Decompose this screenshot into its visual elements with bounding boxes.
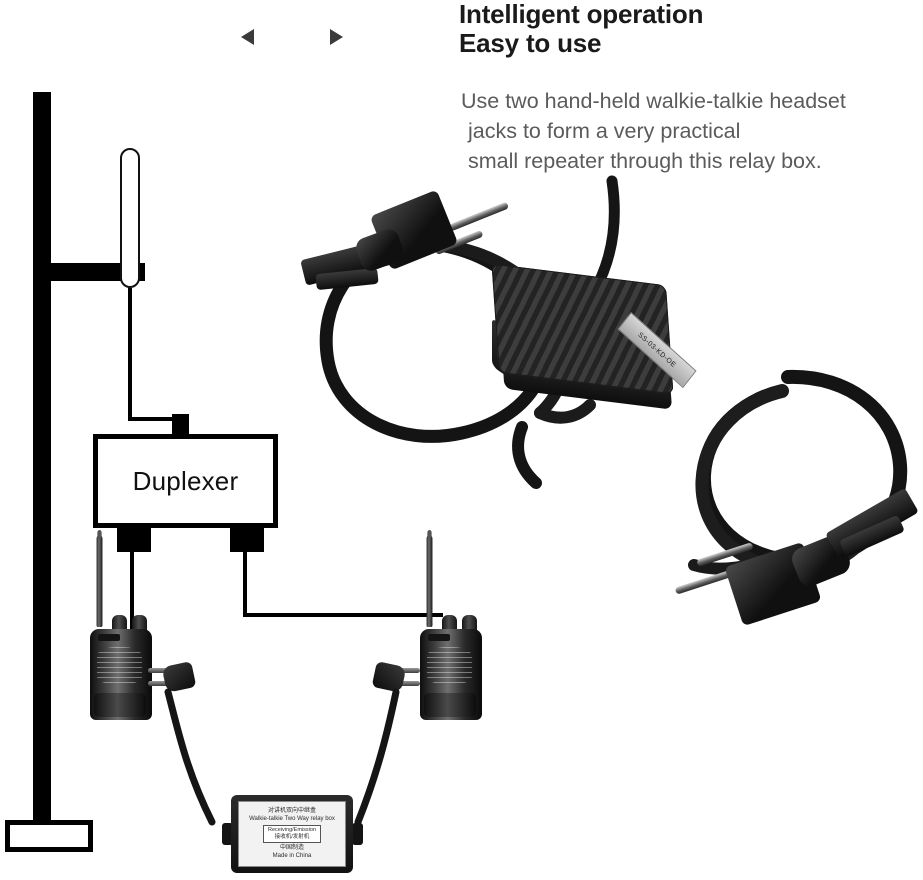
relay-label-origin-cn: 中国制造: [279, 845, 304, 851]
duplexer-port-right: [230, 526, 264, 552]
k-type-2-pin-plug-top: [300, 187, 510, 297]
plug-pin-large: [448, 201, 510, 232]
relay-box-jack-right: [352, 823, 363, 845]
radio-indicator: [98, 634, 120, 641]
duplexer-port-antenna: [172, 414, 189, 436]
duplexer-to-right-radio-wire-h: [243, 613, 443, 617]
headline-line-1: Intelligent operation: [459, 0, 704, 29]
handheld-radio-left: [80, 530, 158, 720]
k-plug-pin-small: [148, 681, 172, 686]
relay-box-label: 对讲机双向中继盒 Walkie-talkie Two Way relay box…: [238, 801, 346, 867]
k-type-2-pin-plug-bottom: [674, 487, 920, 647]
relay-label-center-cn: 接收机/发射机: [274, 834, 310, 840]
body-line-2: jacks to form a very practical: [468, 119, 741, 143]
antenna-feedline-vertical: [128, 288, 132, 420]
relay-label-origin-en: Made in China: [272, 853, 312, 859]
antenna-feedline-horizontal: [128, 417, 180, 421]
radio-speaker-grille: [97, 647, 142, 685]
dipole-antenna-icon: [120, 148, 140, 288]
duplexer-box: [93, 434, 278, 528]
headline-line-2: Easy to use: [459, 28, 602, 58]
relay-arrow-left-icon: [241, 29, 254, 45]
duplexer-label: Duplexer: [132, 465, 239, 496]
antenna-mast-base: [5, 820, 93, 852]
radio-lower-grip: [424, 693, 476, 717]
description-text: Use two hand-held walkie-talkie headset …: [461, 86, 923, 176]
relay-label-title-en: Walkie-talkie Two Way relay box: [249, 816, 335, 822]
radio-antenna-icon: [426, 530, 433, 627]
radio-left-k-plug-icon: [148, 660, 197, 694]
duplexer-to-right-radio-wire-v: [243, 550, 247, 616]
radio-speaker-grille: [427, 647, 472, 685]
body-line-3: small repeater through this relay box.: [468, 149, 822, 173]
relay-arrow-right-icon: [330, 29, 343, 45]
relay-label-title-cn: 对讲机双向中继盒: [267, 808, 316, 814]
handheld-radio-right: [410, 530, 488, 720]
duplexer-port-left: [117, 526, 151, 552]
k-plug-shell: [161, 661, 197, 693]
relay-box-jack-left: [222, 823, 233, 845]
antenna-mast-crossarm: [33, 263, 145, 281]
radio-antenna-icon: [96, 530, 103, 627]
relay-label-center: Receiving/Emission 接收机/发射机: [263, 825, 321, 843]
radio-indicator: [428, 634, 450, 641]
duplexer-to-left-radio-wire-v: [130, 550, 134, 640]
body-line-1: Use two hand-held walkie-talkie headset: [461, 89, 846, 113]
radio-lower-grip: [94, 693, 146, 717]
page-title: Intelligent operation Easy to use: [459, 0, 919, 58]
antenna-mast-pole: [33, 92, 51, 846]
k-plug-pin-large: [148, 668, 172, 673]
relay-interface-box: SS-03-KD-OE: [491, 263, 697, 415]
relay-label-center-en: Receiving/Emission: [268, 827, 316, 833]
product-photo: SS-03-KD-OE: [290, 165, 923, 685]
shirt-clip: [825, 487, 919, 559]
